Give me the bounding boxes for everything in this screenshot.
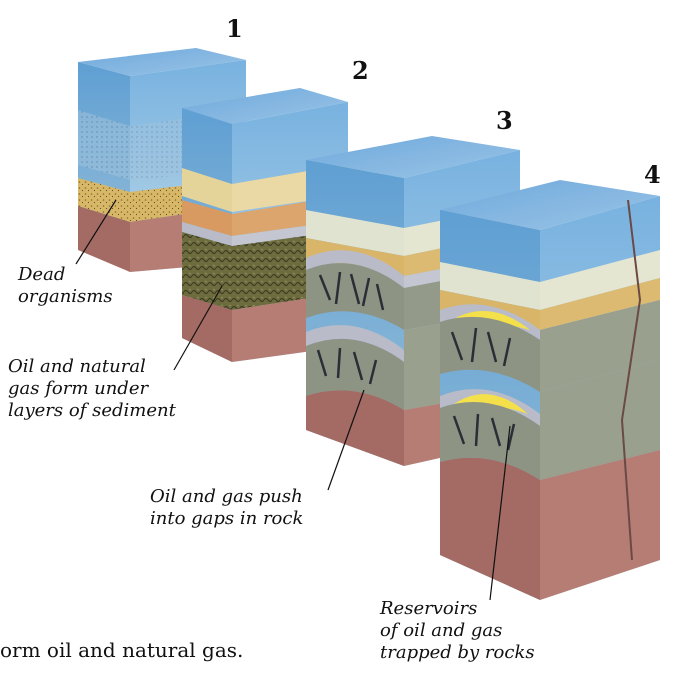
panel-number-4: 4 [644,160,661,189]
panel-number-1: 1 [226,14,243,43]
label-reservoirs: Reservoirs of oil and gas trapped by roc… [380,598,535,663]
label-dead-organisms: Dead organisms [18,264,113,307]
block-4 [440,180,660,600]
panel-number-3: 3 [496,106,513,135]
label-oil-gas-form: Oil and natural gas form under layers of… [8,356,176,421]
caption-text: orm oil and natural gas. [0,638,244,662]
leader-lines [75,199,511,601]
panel-number-2: 2 [352,56,369,85]
label-oil-gas-push: Oil and gas push into gaps in rock [150,486,304,529]
